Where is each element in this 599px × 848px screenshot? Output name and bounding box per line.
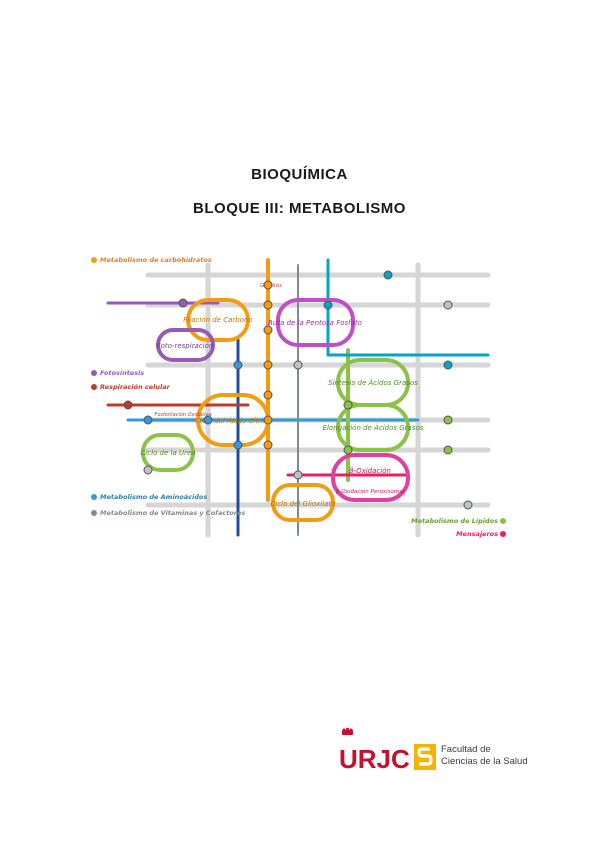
- beta-oxidation-label: β-Oxidación: [349, 467, 391, 475]
- glyoxylate-label: Ciclo del Glioxilato: [271, 500, 336, 508]
- legend-lipids-icon: [500, 518, 506, 524]
- amino-acid-line-3: [326, 258, 490, 357]
- node: [263, 300, 273, 310]
- node: [263, 415, 273, 425]
- node: [233, 440, 243, 450]
- node: [263, 325, 273, 335]
- beta-oxidation-peroxisomal-label: β-Oxidación Peroxisomal: [336, 488, 405, 495]
- oxidative-phosphorylation-label: Fosforilación Oxidativa: [154, 411, 211, 418]
- legend-messengers-icon: [500, 531, 506, 537]
- document-subtitle: BLOQUE III: METABOLISMO: [193, 200, 406, 217]
- faculty-line-1: Facultad de: [441, 744, 491, 755]
- pentose-label: Ruta de la Pentosa Fosfato: [268, 319, 362, 327]
- fatty-acid-synthesis-label: Síntesis de Ácidos Grasos: [328, 378, 418, 387]
- node: [203, 415, 213, 425]
- legend-carbohydrates: Metabolismo de carbohidratos: [100, 256, 212, 264]
- node: [293, 470, 303, 480]
- node: [143, 415, 153, 425]
- beta-oxidation-loop: [331, 453, 410, 502]
- node: [263, 440, 273, 450]
- legend-vitamins: Metabolismo de Vitaminas y Cofactores: [100, 509, 245, 517]
- photorespiration-label: Foto-respiración: [157, 342, 214, 350]
- node: [263, 360, 273, 370]
- pentose-loop: [276, 298, 355, 347]
- crown-icon: [342, 728, 353, 735]
- node: [443, 300, 453, 310]
- node: [343, 400, 353, 410]
- node: [343, 445, 353, 455]
- node: [443, 415, 453, 425]
- faculty-name: Facultad de Ciencias de la Salud: [441, 744, 528, 768]
- legend-photosynthesis: Fotosíntesis: [100, 369, 144, 377]
- photorespiration-loop: [156, 328, 215, 362]
- krebs-label: Ciclo del Ácido Cítrico: [195, 416, 271, 425]
- legend-lipids: Metabolismo de Lípidos: [411, 517, 498, 525]
- legend-amino-acids: Metabolismo de Aminoácidos: [100, 493, 207, 501]
- fatty-acid-elongation-loop: [336, 403, 410, 452]
- faculty-line-2: Ciencias de la Salud: [441, 756, 528, 767]
- node: [443, 360, 453, 370]
- metabolic-map: Fijación de Carbono Foto-respiración Rut…: [91, 256, 506, 538]
- node: [263, 390, 273, 400]
- legend-vitamins-icon: [91, 510, 97, 516]
- urjc-logo: URJC: [339, 728, 410, 774]
- node: [233, 360, 243, 370]
- document-title: BIOQUÍMICA: [251, 166, 348, 183]
- legend-respiration: Respiración celular: [100, 383, 171, 391]
- legend-respiration-icon: [91, 384, 97, 390]
- carbon-fixation-loop: [186, 298, 250, 342]
- node: [123, 400, 133, 410]
- node: [323, 300, 333, 310]
- faculty-mark-icon: [414, 744, 436, 770]
- fatty-acid-elongation-label: Elongación de Ácidos Grasos: [323, 423, 424, 432]
- node: [263, 280, 273, 290]
- glyoxylate-loop: [271, 483, 335, 522]
- legend-amino-acids-icon: [91, 494, 97, 500]
- urea-loop: [141, 433, 195, 472]
- legend-photosynthesis-icon: [91, 370, 97, 376]
- carbon-fixation-label: Fijación de Carbono: [183, 316, 252, 324]
- urjc-wordmark: URJC: [339, 744, 410, 774]
- node: [143, 465, 153, 475]
- urea-label: Ciclo de la Urea: [140, 449, 195, 457]
- legend-carbohydrates-icon: [91, 257, 97, 263]
- legend-messengers: Mensajeros: [456, 530, 498, 538]
- node: [178, 298, 188, 308]
- node: [463, 500, 473, 510]
- node: [443, 445, 453, 455]
- node: [293, 360, 303, 370]
- node: [383, 270, 393, 280]
